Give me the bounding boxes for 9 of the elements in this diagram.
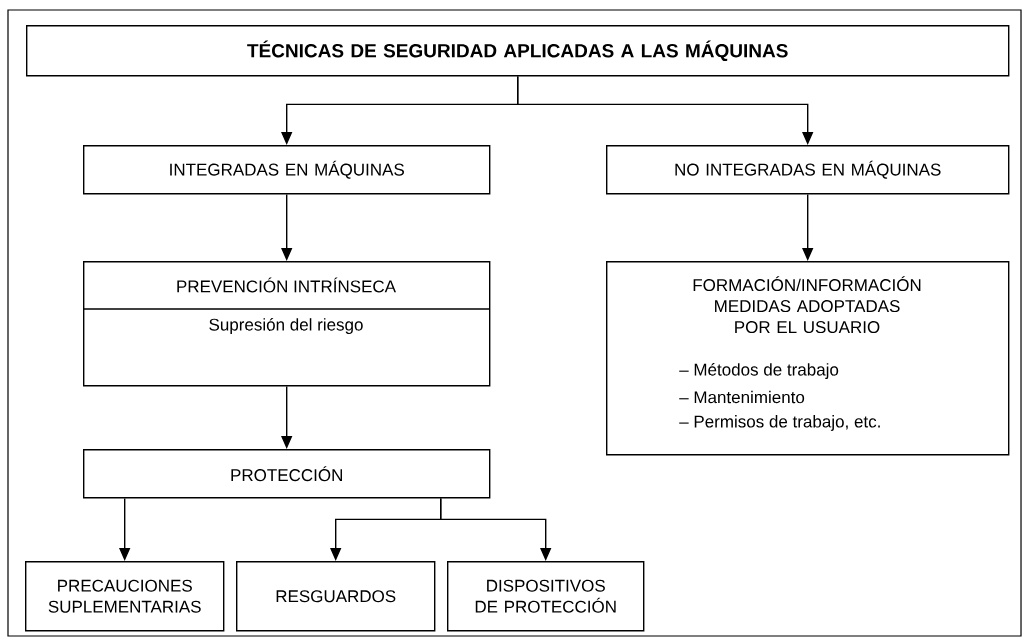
process-box: PROTECCIÓN [83,449,491,499]
process-box: RESGUARDOS [236,561,436,632]
heading-box: TÉCNICAS DE SEGURIDAD APLICADAS A LAS MÁQUINAS [26,25,1010,77]
process-box: DISPOSITIVOS DE PROTECCIÓN [447,561,645,632]
process-box: PRECAUCIONES SUPLEMENTARIAS [25,561,225,632]
process-box: PREVENCIÓN INTRÍNSECA Supresión del riesgo [82,261,491,387]
process-box: INTEGRADAS EN MÁQUINAS [83,145,491,195]
process-box: FORMACIÓN/INFORMACIÓN MEDIDAS ADOPTADAS POR EL USUARIO – Métodos de trabajo – Mantenimiento – Permisos de trabajo, etc. [606,261,1010,456]
process-box: NO INTEGRADAS EN MÁQUINAS [606,145,1010,195]
